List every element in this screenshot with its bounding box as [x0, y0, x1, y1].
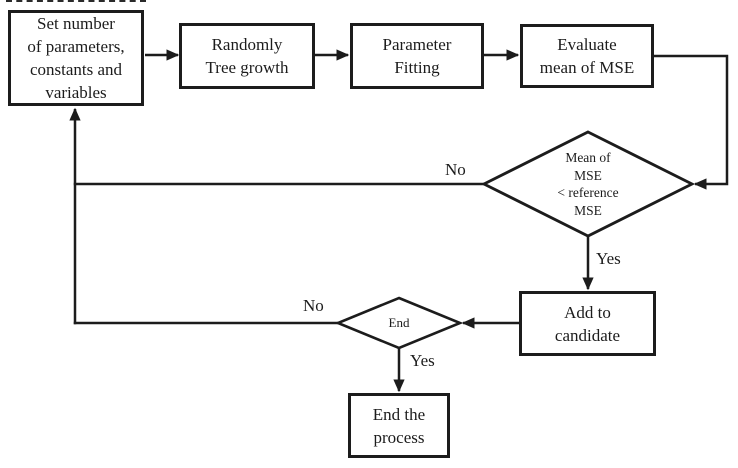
node-end-the-process-label: End the process: [372, 404, 426, 447]
node-random-tree-growth: Randomly Tree growth: [179, 23, 315, 89]
decision-diamond-mse: [480, 130, 696, 238]
node-add-to-candidate-label: Add to candidate: [554, 302, 621, 345]
label-mse-yes: Yes: [596, 249, 621, 268]
label-mse-no: No: [445, 160, 466, 179]
node-end-the-process: End the process: [348, 393, 450, 458]
node-random-tree-growth-label: Randomly Tree growth: [205, 35, 289, 77]
node-evaluate-mse: Evaluate mean of MSE: [520, 24, 654, 88]
node-evaluate-mse-label: Evaluate mean of MSE: [539, 35, 635, 77]
edge-evalmse-to-msecheck: [652, 54, 729, 190]
node-set-parameters-label: Set number of parameters, constants and …: [27, 14, 125, 102]
node-set-parameters: Set number of parameters, constants and …: [8, 10, 144, 106]
decision-diamond-end: [334, 296, 464, 350]
crop-artifact-line: [6, 0, 146, 2]
label-end-yes: Yes: [410, 351, 435, 370]
decision-end-label: End: [388, 315, 410, 330]
node-parameter-fitting: Parameter Fitting: [350, 23, 484, 89]
node-parameter-fitting-label: Parameter Fitting: [382, 35, 452, 77]
node-add-to-candidate: Add to candidate: [519, 291, 656, 356]
label-end-no: No: [303, 296, 324, 315]
decision-mse-label: Mean of MSE < reference MSE: [557, 150, 619, 218]
